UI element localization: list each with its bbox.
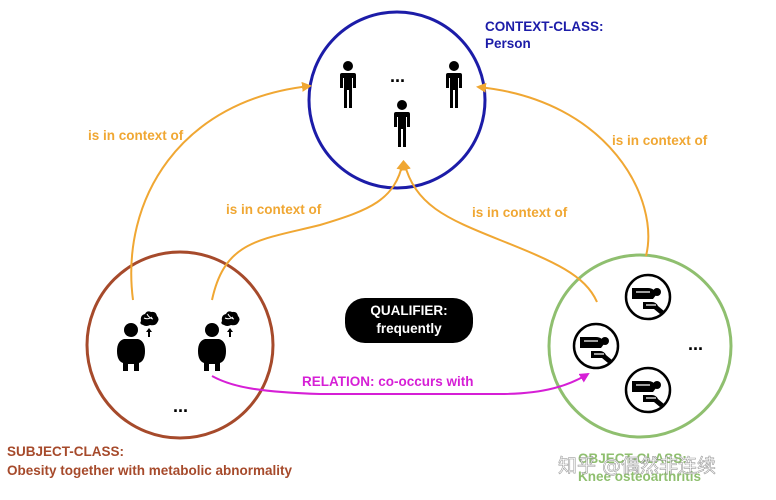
context-ellipsis: ... — [390, 66, 405, 86]
context-edge-label: is in context of — [226, 202, 322, 217]
brain-up-arrow-icon — [220, 310, 240, 338]
subject-class-circle — [85, 250, 275, 440]
knee-joint-icon — [624, 273, 672, 321]
obese-person-icon — [117, 323, 145, 371]
brain-up-arrow-icon — [139, 310, 159, 338]
subject-ellipsis: ... — [173, 396, 188, 416]
context-edge-subject-left — [130, 81, 312, 301]
object-class-circle — [547, 253, 733, 439]
context-edge-label: is in context of — [88, 128, 184, 143]
context-class-circle — [307, 10, 487, 190]
context-edge-object-left — [401, 160, 598, 303]
obese-person-icon — [198, 323, 226, 371]
object-class-title: OBJECT-CLASS: — [578, 451, 687, 466]
relation-label: RELATION: co-occurs with — [302, 374, 474, 389]
person-icon — [394, 100, 410, 147]
qualifier-title: QUALIFIER: — [370, 303, 447, 318]
subject-class-title: SUBJECT-CLASS: — [7, 444, 124, 459]
object-ellipsis: ... — [688, 334, 703, 354]
watermark: 知乎 @偶然非连续 — [558, 455, 716, 477]
subject-class-name: Obesity together with metabolic abnormal… — [7, 463, 293, 478]
context-class-name: Person — [485, 36, 531, 51]
context-class-title: CONTEXT-CLASS: — [485, 19, 604, 34]
qualifier-badge — [345, 298, 473, 343]
relation-edge — [211, 372, 590, 395]
person-icon — [340, 61, 356, 108]
object-class-name: Knee osteoarthritis — [578, 469, 701, 484]
knee-joint-icon — [624, 366, 672, 414]
context-edge-subject-right — [211, 160, 407, 301]
knee-joint-icon — [572, 322, 620, 370]
qualifier-value: frequently — [376, 321, 442, 336]
context-edge-label: is in context of — [472, 205, 568, 220]
context-edge-label: is in context of — [612, 133, 708, 148]
person-icon — [446, 61, 462, 108]
context-edge-object-right — [476, 82, 650, 257]
